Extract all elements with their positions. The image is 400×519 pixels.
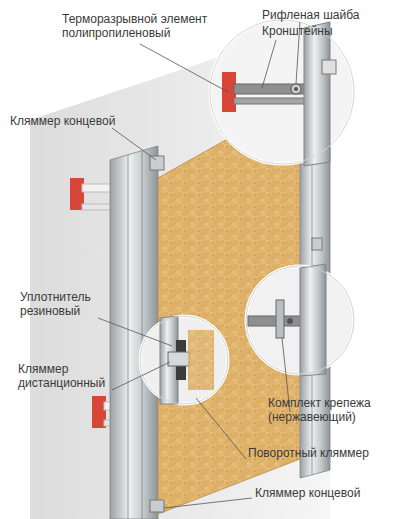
part-label: Поворотный кляммер bbox=[248, 446, 398, 460]
part-label: Кляммер концевой bbox=[10, 114, 130, 128]
leader-line bbox=[262, 40, 276, 88]
leader-line bbox=[112, 362, 170, 390]
leader-line bbox=[196, 398, 246, 459]
part-label: Кляммер концевой bbox=[255, 486, 395, 500]
part-label: Терморазрывной элемент полипропиленовый bbox=[62, 12, 212, 40]
leader-lines bbox=[98, 22, 300, 508]
part-label: Уплотнитель резиновый bbox=[20, 290, 120, 318]
leader-line bbox=[164, 498, 252, 508]
part-label: Комплект крепежа (нержавеющий) bbox=[268, 396, 398, 424]
part-label: Рифленая шайба bbox=[262, 8, 392, 22]
magnifier-top bbox=[210, 20, 354, 166]
clip bbox=[312, 238, 322, 250]
magnifier-right bbox=[246, 264, 354, 376]
leader-line bbox=[112, 128, 156, 160]
magnifier-left bbox=[140, 316, 228, 404]
part-label: Кронштейны bbox=[262, 24, 392, 38]
end-clip bbox=[150, 156, 164, 170]
leader-line bbox=[98, 318, 172, 346]
leader-line bbox=[140, 44, 228, 92]
end-clip bbox=[150, 500, 164, 512]
part-label: Кляммер дистанционный bbox=[18, 362, 118, 390]
profile-edge bbox=[128, 155, 129, 519]
